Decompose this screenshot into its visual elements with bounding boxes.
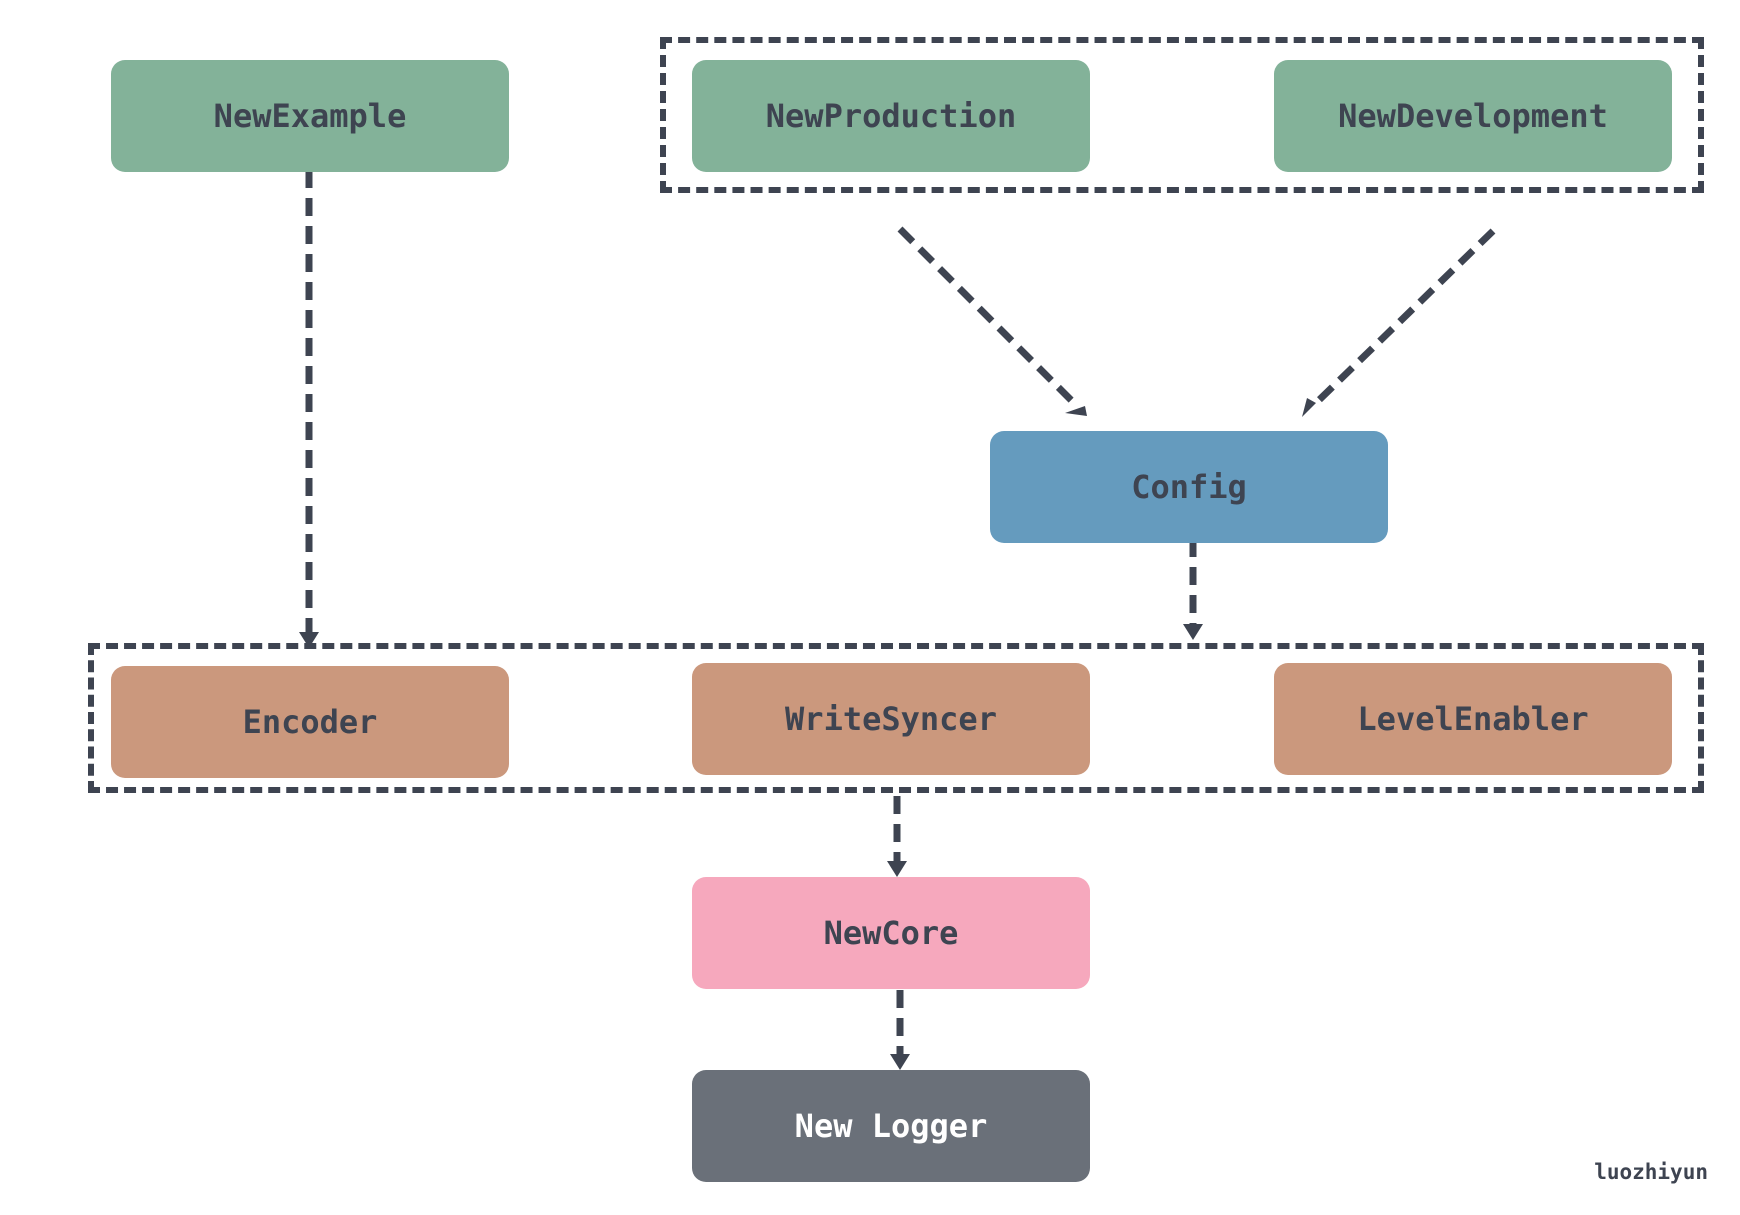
arrowhead-newproduction: [1065, 406, 1087, 416]
node-label: NewProduction: [765, 97, 1017, 135]
author-watermark: luozhiyun: [1594, 1160, 1708, 1184]
node-new-logger: New Logger: [692, 1070, 1090, 1182]
node-new-production: NewProduction: [692, 60, 1090, 172]
arrow-newdevelopment-to-config: [1313, 228, 1496, 406]
arrowhead-newcore: [887, 861, 907, 877]
env-config-group: [660, 37, 1704, 193]
arrowhead-config: [1183, 624, 1203, 640]
node-label: Encoder: [242, 703, 378, 741]
node-label: LevelEnabler: [1357, 700, 1589, 738]
arrowhead-newexample: [299, 632, 319, 648]
node-label: NewExample: [213, 97, 407, 135]
node-label: WriteSyncer: [785, 700, 997, 738]
node-label: NewCore: [823, 914, 959, 952]
arrow-newproduction-to-config: [897, 226, 1076, 405]
node-encoder: Encoder: [111, 666, 509, 778]
node-new-development: NewDevelopment: [1274, 60, 1672, 172]
node-label: New Logger: [794, 1107, 988, 1145]
arrowhead-newlogger: [890, 1054, 910, 1070]
node-label: NewDevelopment: [1338, 97, 1608, 135]
arrow-lines: [305, 170, 1496, 1054]
node-new-example: NewExample: [111, 60, 509, 172]
node-label: Config: [1131, 468, 1247, 506]
node-new-core: NewCore: [692, 877, 1090, 989]
node-config: Config: [990, 431, 1388, 543]
node-write-syncer: WriteSyncer: [692, 663, 1090, 775]
arrowhead-newdevelopment: [1302, 398, 1316, 417]
core-components-group: [88, 643, 1704, 793]
node-level-enabler: LevelEnabler: [1274, 663, 1672, 775]
arrow-heads: [299, 398, 1316, 1070]
